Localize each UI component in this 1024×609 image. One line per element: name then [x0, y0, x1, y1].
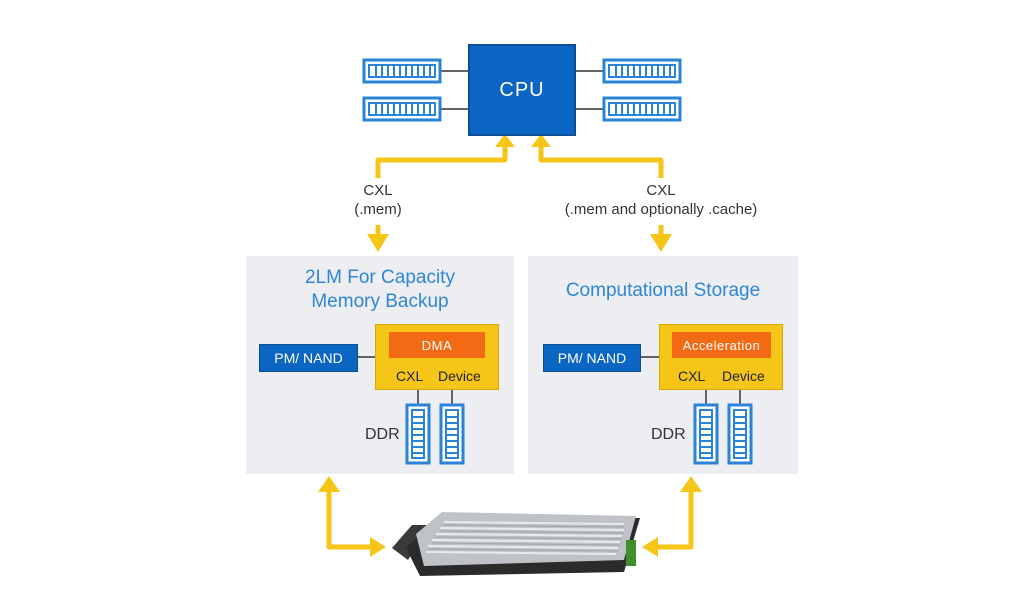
panel-left-title: 2LM For Capacity Memory Backup	[246, 266, 514, 314]
controller-block-right: Acceleration CXL Device	[659, 324, 783, 390]
dma-label: DMA	[421, 337, 453, 353]
pm-nand-block-right: PM/ NAND	[543, 344, 641, 372]
arrow-icon	[642, 537, 658, 557]
arrow-icon	[531, 134, 551, 147]
cxl-port-label: CXL	[678, 368, 706, 384]
cxl-protocol-right: CXL	[646, 182, 676, 199]
cxl-label-left: CXL (.mem)	[318, 181, 438, 219]
device-port-label: Device	[438, 368, 481, 384]
dimm-module-icon	[693, 403, 719, 465]
cxl-protocol-left: CXL	[363, 182, 393, 199]
cxl-detail-left: (.mem)	[354, 201, 402, 218]
panel-left-title-line1: 2LM For Capacity	[305, 267, 455, 288]
cxl-label-right: CXL (.mem and optionally .cache)	[531, 181, 791, 219]
dimm-module-icon	[362, 96, 442, 122]
cpu-block: CPU	[468, 44, 576, 136]
pm-nand-label: PM/ NAND	[274, 350, 343, 366]
cxl-detail-right: (.mem and optionally .cache)	[564, 201, 758, 218]
cpu-dimm-links	[440, 70, 604, 110]
cxl-port-label: CXL	[396, 368, 424, 384]
device-port-label: Device	[722, 368, 765, 384]
cpu-label: CPU	[499, 78, 545, 101]
arrow-icon	[367, 234, 389, 252]
dimm-module-icon	[602, 96, 682, 122]
panel-right-title: Computational Storage	[528, 279, 798, 303]
arrow-icon	[370, 537, 386, 557]
arrow-icon	[680, 476, 702, 492]
ssd-link-left	[326, 490, 372, 550]
acceleration-block: Acceleration	[672, 332, 771, 358]
panel-left-title-line2: Memory Backup	[311, 291, 449, 312]
controller-block-left: DMA CXL Device	[375, 324, 499, 390]
acceleration-label: Acceleration	[682, 337, 761, 353]
dimm-module-icon	[727, 403, 753, 465]
dma-block: DMA	[389, 332, 485, 358]
ddr-label-right: DDR	[651, 426, 686, 443]
pm-nand-block-left: PM/ NAND	[259, 344, 358, 372]
pm-nand-label: PM/ NAND	[557, 350, 627, 366]
arrow-icon	[318, 476, 340, 492]
dimm-module-icon	[439, 403, 465, 465]
dimm-module-icon	[602, 58, 682, 84]
dimm-module-icon	[362, 58, 442, 84]
panel-right-title-text: Computational Storage	[565, 280, 761, 301]
arrow-icon	[650, 234, 672, 252]
ssd-module-icon	[392, 512, 640, 576]
dimm-module-icon	[405, 403, 431, 465]
ddr-label-left: DDR	[365, 426, 400, 443]
arrow-icon	[495, 134, 515, 147]
ssd-link-right	[656, 490, 694, 550]
